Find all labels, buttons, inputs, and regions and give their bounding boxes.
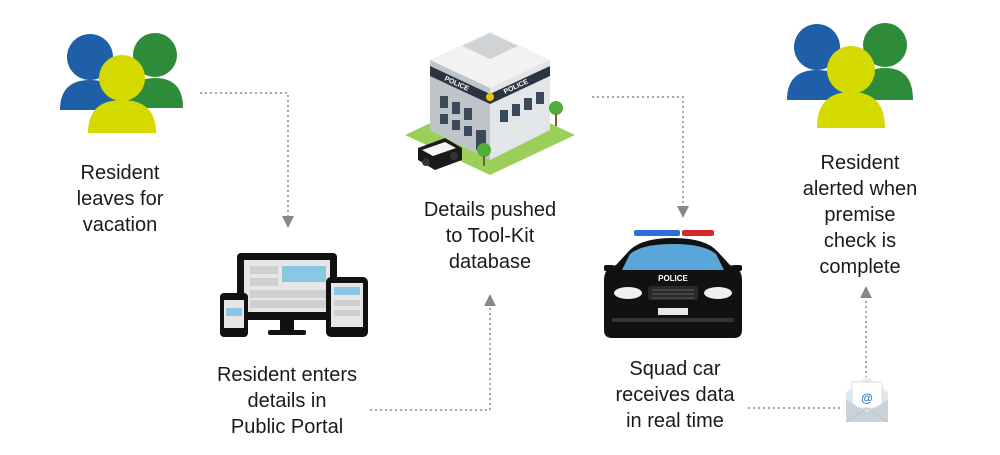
police-car-small-icon — [418, 138, 462, 170]
police-car-icon: POLICE — [604, 230, 742, 338]
caption-line: database — [448, 251, 532, 273]
caption-line: Resident — [80, 162, 160, 184]
caption-line: Public Portal — [230, 416, 344, 438]
caption-line: premise — [824, 204, 896, 226]
email-icon: @ — [845, 376, 889, 423]
connector-database-to-squad — [592, 96, 689, 218]
caption-line: Squad car — [629, 358, 721, 380]
step-caption-squad: Squad car receives data in real time — [595, 356, 755, 434]
devices-icon — [220, 253, 368, 337]
car-sign: POLICE — [658, 274, 688, 283]
email-at-symbol: @ — [861, 391, 873, 405]
step-caption-database: Details pushed to Tool-Kit database — [400, 197, 580, 275]
caption-line: receives data — [615, 384, 735, 406]
caption-line: alerted when — [802, 178, 918, 200]
step-caption-leaves: Resident leaves for vacation — [40, 160, 200, 238]
caption-line: Resident — [820, 152, 900, 174]
connector-leaves-to-portal — [200, 92, 294, 228]
caption-line: to Tool-Kit — [445, 225, 535, 247]
caption-line: complete — [819, 256, 901, 278]
police-station-icon: POLICE POLICE — [405, 32, 575, 175]
connector-portal-to-database — [370, 294, 496, 411]
caption-line: vacation — [82, 214, 158, 236]
caption-line: leaves for — [76, 188, 164, 210]
caption-line: details in — [247, 390, 327, 412]
step-caption-alerted: Resident alerted when premise check is c… — [785, 150, 935, 280]
group-of-people-icon — [787, 23, 913, 128]
step-caption-portal: Resident enters details in Public Portal — [197, 362, 377, 440]
caption-line: check is — [823, 230, 897, 252]
caption-line: Details pushed — [423, 199, 557, 221]
group-of-people-icon — [60, 33, 183, 133]
caption-line: in real time — [626, 410, 724, 432]
caption-line: Resident enters — [216, 364, 358, 386]
